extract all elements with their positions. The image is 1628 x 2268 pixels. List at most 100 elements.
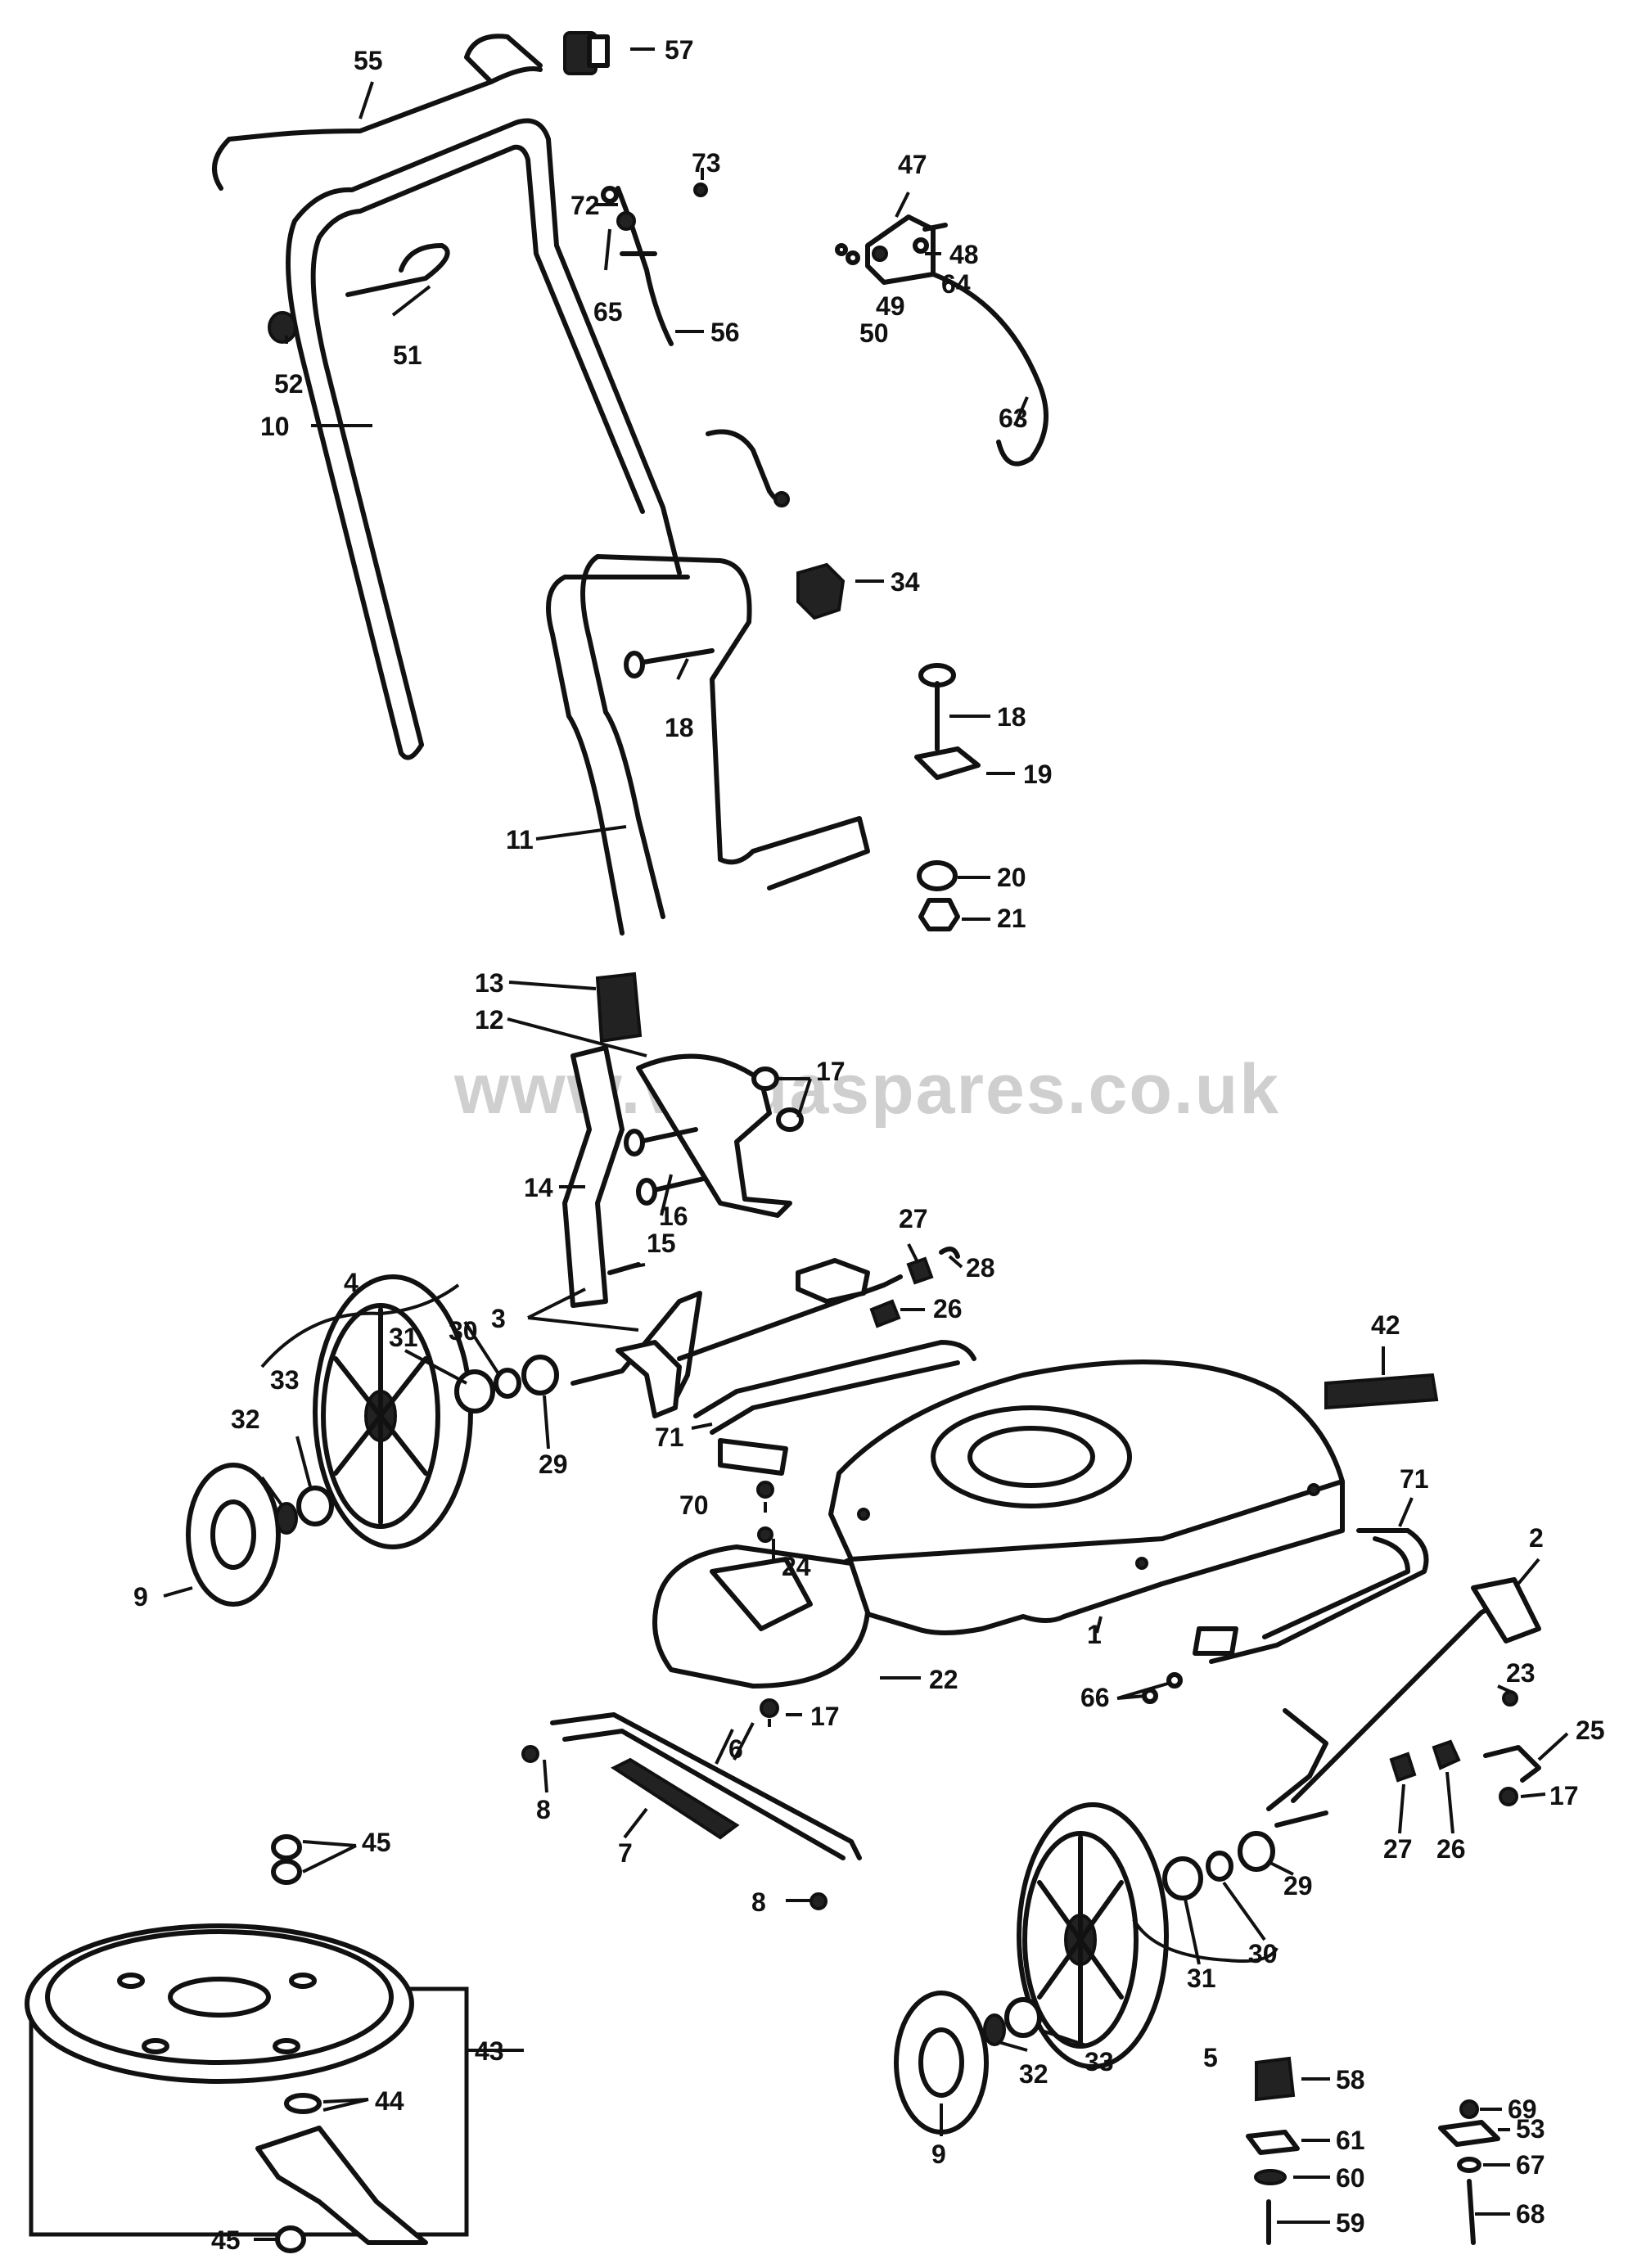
label-24: 24: [782, 1552, 811, 1581]
label-53: 53: [1516, 2114, 1545, 2144]
nuts-17: [751, 1066, 804, 1132]
lift-rod-6: [550, 1712, 862, 1860]
label-10: 10: [260, 412, 290, 441]
label-2: 2: [1529, 1523, 1544, 1553]
label-43: 43: [475, 2036, 504, 2066]
label-59: 59: [1336, 2208, 1365, 2238]
label-63: 63: [999, 404, 1028, 433]
label-1: 1: [1087, 1620, 1102, 1649]
throttle-lever: [212, 34, 543, 191]
label-56: 56: [710, 318, 740, 347]
label-26-top: 26: [933, 1294, 963, 1323]
handle-knob-52: [268, 311, 297, 344]
bush-33-right: [1004, 1997, 1042, 2038]
flap-42: [1324, 1373, 1439, 1410]
label-33-left: 33: [270, 1365, 300, 1395]
plate-61: [1246, 2130, 1300, 2155]
spring-13: [595, 972, 643, 1044]
label-28: 28: [966, 1253, 995, 1283]
label-9-right: 9: [931, 2139, 946, 2169]
label-66: 66: [1080, 1683, 1110, 1712]
screw-70: [756, 1481, 774, 1499]
nut-73: [693, 183, 708, 197]
label-22: 22: [929, 1665, 958, 1694]
group-brace-4: [260, 1283, 460, 1368]
upper-handle: [286, 118, 682, 760]
cap-8-right: [809, 1892, 828, 1910]
label-19: 19: [1023, 760, 1053, 789]
nut-21: [918, 898, 960, 931]
spring-58: [1255, 2056, 1296, 2102]
label-57: 57: [665, 35, 694, 65]
spring-27b: [1389, 1752, 1417, 1783]
quadrant-12: [636, 1053, 792, 1218]
label-69: 69: [1508, 2094, 1537, 2124]
label-33-right: 33: [1085, 2047, 1114, 2076]
label-27-bottom: 27: [1383, 1834, 1413, 1864]
washer-29-right: [1238, 1831, 1275, 1872]
label-4: 4: [344, 1268, 359, 1297]
label-29-left: 29: [539, 1450, 568, 1479]
wheel-left: [313, 1274, 473, 1549]
label-8-left: 8: [536, 1795, 551, 1824]
label-70: 70: [679, 1490, 709, 1520]
nut-17-right: [1499, 1787, 1518, 1806]
label-31-right: 31: [1187, 1964, 1216, 1993]
bolt-68: [1467, 2179, 1476, 2245]
label-73: 73: [692, 148, 721, 178]
label-65: 65: [593, 297, 623, 327]
washer-24: [757, 1526, 773, 1543]
bush-33-left: [296, 1486, 334, 1526]
label-29-right: 29: [1283, 1871, 1313, 1901]
bolt-18-upper: [624, 648, 715, 679]
axle-2: [1266, 1577, 1541, 1828]
clip-28: [939, 1247, 960, 1259]
callout-labels: 55 57 73 72 47 48 64 49 50 65 56 51 52 1…: [133, 35, 1605, 2255]
washer-32-left: [275, 1502, 298, 1535]
bolt-18-lower: [918, 663, 956, 751]
label-30-right: 30: [1248, 1939, 1278, 1968]
washer-67: [1457, 2157, 1481, 2173]
blade-44: [255, 2093, 428, 2245]
group-brace-5: [1132, 1919, 1278, 1963]
bracket-25: [1483, 1745, 1541, 1783]
wheel-right: [1017, 1802, 1169, 2069]
washer-32-right: [983, 2013, 1006, 2046]
blade-kit-box: [25, 1923, 469, 2237]
label-3: 3: [491, 1304, 506, 1333]
washer-29-left: [521, 1355, 559, 1396]
lower-handle: [546, 554, 870, 936]
label-44: 44: [375, 2086, 404, 2116]
label-32-left: 32: [231, 1405, 260, 1434]
label-55: 55: [354, 46, 383, 75]
label-16: 16: [659, 1202, 688, 1231]
spring-26b: [1432, 1739, 1461, 1770]
label-32-right: 32: [1019, 2059, 1049, 2089]
chute-22: [652, 1544, 870, 1689]
hook-51: [345, 243, 450, 297]
label-68: 68: [1516, 2199, 1545, 2229]
label-52: 52: [274, 369, 304, 399]
cap-8-left: [521, 1745, 539, 1763]
label-17-right: 17: [1549, 1781, 1579, 1810]
label-12: 12: [475, 1005, 504, 1035]
hubcap-left: [186, 1463, 281, 1607]
label-7: 7: [618, 1838, 633, 1868]
label-18-upper: 18: [665, 713, 694, 742]
label-17-top: 17: [816, 1057, 846, 1086]
knob-34: [796, 562, 846, 620]
label-58: 58: [1336, 2065, 1365, 2094]
label-13: 13: [475, 968, 504, 998]
spring-27a: [906, 1256, 934, 1285]
washer-30-left: [494, 1368, 521, 1399]
label-48: 48: [949, 240, 979, 269]
label-60: 60: [1336, 2163, 1365, 2193]
label-17-center: 17: [810, 1702, 840, 1731]
washer-20: [917, 860, 958, 891]
spring-7: [610, 1757, 740, 1840]
label-71-right: 71: [1400, 1464, 1429, 1494]
label-6: 6: [728, 1734, 743, 1764]
label-50: 50: [859, 318, 889, 348]
